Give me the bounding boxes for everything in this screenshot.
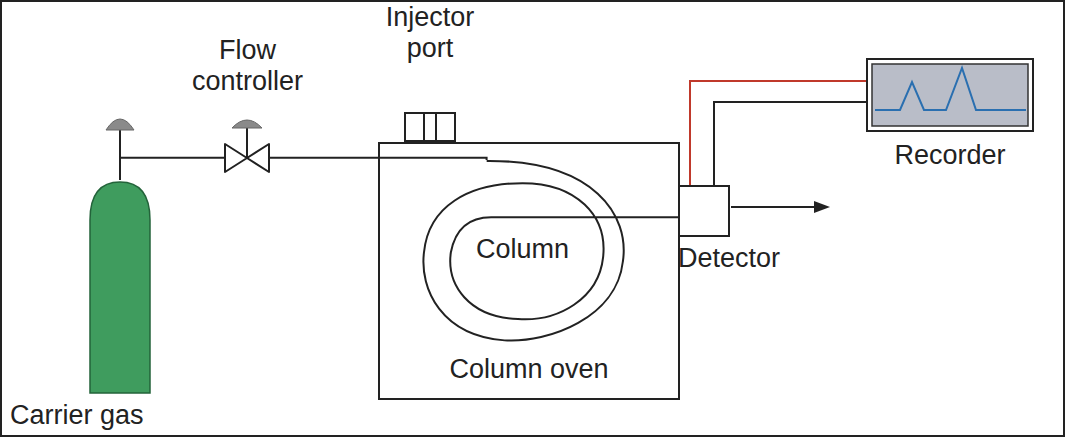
recorder-shape: [866, 58, 1034, 132]
cylinder-stem: [119, 128, 121, 160]
cylinder-body: [90, 182, 150, 393]
outlet-arrowhead: [814, 201, 830, 213]
column-oven: Column oven Column: [378, 142, 680, 400]
column-coil: Column: [415, 160, 630, 345]
outlet-line: [731, 206, 818, 208]
component-label: Flow controller: [175, 35, 320, 97]
gas-line: [120, 158, 225, 180]
gas-cylinder: Carrier gas: [10, 178, 180, 436]
detector-shape: [678, 185, 730, 237]
flow-valve-shape: [222, 110, 272, 180]
ground-wire: [714, 102, 866, 185]
component-label: Recorder: [866, 140, 1034, 171]
injector-port: Injector port: [365, 2, 495, 142]
component-label: Carrier gas: [10, 400, 180, 431]
cylinder-knob: [106, 119, 134, 130]
gas-cylinder-shape: [88, 180, 152, 395]
chromatogram-trace: [875, 68, 1026, 110]
injector-septum: [435, 113, 437, 141]
recorder-screen: [872, 64, 1028, 126]
injector-port-shape: [404, 112, 456, 142]
component-label: Column: [415, 234, 630, 265]
valve-body: [225, 144, 269, 172]
valve-knob: [232, 120, 262, 128]
injector-septum: [423, 113, 425, 141]
injector-block: [405, 113, 455, 141]
component-label: Column oven: [380, 354, 678, 385]
component-label: Detector: [678, 243, 828, 274]
detector-block: [679, 186, 729, 236]
flow-valve: Flow controller: [175, 35, 320, 180]
gas-line: [630, 216, 678, 218]
signal-wire: [690, 81, 866, 185]
recorder-case: [867, 59, 1033, 131]
recorder: Recorder: [866, 58, 1036, 178]
valve-stem: [246, 128, 248, 158]
component-label: Injector port: [365, 2, 495, 64]
detector: Detector: [678, 185, 828, 280]
